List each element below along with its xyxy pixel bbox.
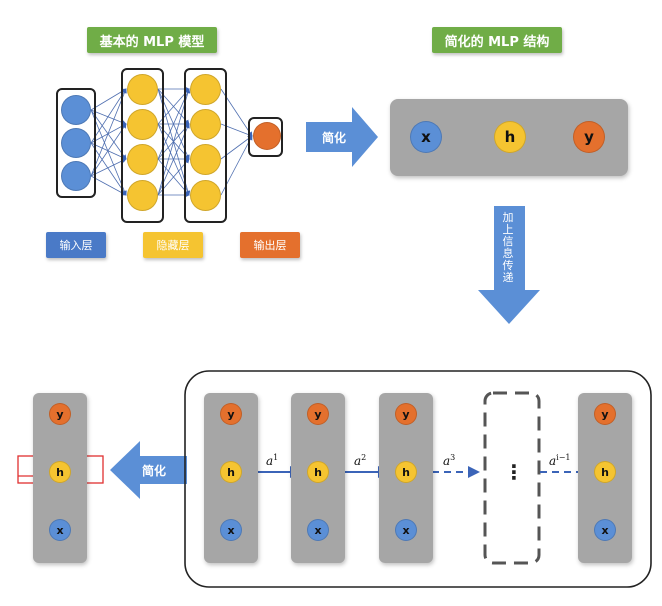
mlp-edge	[90, 88, 127, 144]
rnn-simplified-y-node: y	[49, 403, 71, 425]
mlp-edge	[90, 109, 127, 196]
mlp-edge	[90, 109, 127, 160]
simplify-right-arrow	[306, 107, 378, 167]
hidden1-node-1	[127, 74, 158, 105]
rnn-step-3-h: h	[395, 461, 417, 483]
hidden-layer-1-frame	[121, 68, 164, 223]
mlp-edge	[90, 142, 127, 160]
rnn-step-1-y: y	[220, 403, 242, 425]
mlp-edge	[90, 88, 127, 177]
rnn-step-2-y: y	[307, 403, 329, 425]
simplify-right-label: 简化	[322, 131, 347, 145]
input-node-3	[61, 161, 91, 191]
input-node-1	[61, 95, 91, 125]
hidden1-node-3	[127, 144, 158, 175]
hidden2-node-4	[190, 180, 221, 211]
simplified-h-node: h	[494, 121, 526, 153]
rnn-step-1-h: h	[220, 461, 242, 483]
hidden-layer-legend: 隐藏层	[143, 232, 203, 258]
output-layer-frame	[248, 117, 283, 157]
simplify-left-label: 简化	[142, 464, 167, 478]
info-pass-down-arrow	[478, 206, 540, 324]
mlp-edge	[90, 123, 127, 177]
mlp-edge	[90, 109, 127, 125]
activation-label-1: a1	[266, 453, 279, 468]
rnn-step-i-y: y	[594, 403, 616, 425]
output-layer-legend: 输出层	[240, 232, 300, 258]
input-layer-legend: 输入层	[46, 232, 106, 258]
mlp-edge	[90, 142, 127, 196]
hidden-layer-2-frame	[184, 68, 227, 223]
hidden2-node-2	[190, 109, 221, 140]
rnn-step-1-x: x	[220, 519, 242, 541]
rnn-step-3-x: x	[395, 519, 417, 541]
rnn-outer-frame	[184, 370, 652, 588]
hidden1-node-2	[127, 109, 158, 140]
simplify-left-arrow	[110, 441, 187, 499]
rnn-step-2-h: h	[307, 461, 329, 483]
mlp-basic-title: 基本的 MLP 模型	[87, 27, 217, 53]
input-layer-frame	[56, 88, 96, 198]
rnn-simplified-x-node: x	[49, 519, 71, 541]
info-pass-label: 加上信息传递	[502, 211, 514, 284]
mlp-edge	[90, 88, 127, 111]
hidden2-node-3	[190, 144, 221, 175]
mlp-edge	[90, 175, 127, 196]
rnn-step-i-h: h	[594, 461, 616, 483]
simplified-x-node: x	[410, 121, 442, 153]
simplified-y-node: y	[573, 121, 605, 153]
rnn-step-2-x: x	[307, 519, 329, 541]
rnn-step-3-y: y	[395, 403, 417, 425]
rnn-step-i-x: x	[594, 519, 616, 541]
activation-label-2: a2	[354, 453, 367, 468]
rnn-simplified-h-node: h	[49, 461, 71, 483]
activation-label-3: a3	[443, 453, 456, 468]
ellipsis: ⋮	[504, 460, 524, 484]
hidden2-node-1	[190, 74, 221, 105]
hidden1-node-4	[127, 180, 158, 211]
output-node	[253, 122, 281, 150]
mlp-simplified-title: 简化的 MLP 结构	[432, 27, 562, 53]
input-node-2	[61, 128, 91, 158]
mlp-edge	[90, 158, 127, 177]
activation-label-i: ai−1	[549, 453, 571, 468]
